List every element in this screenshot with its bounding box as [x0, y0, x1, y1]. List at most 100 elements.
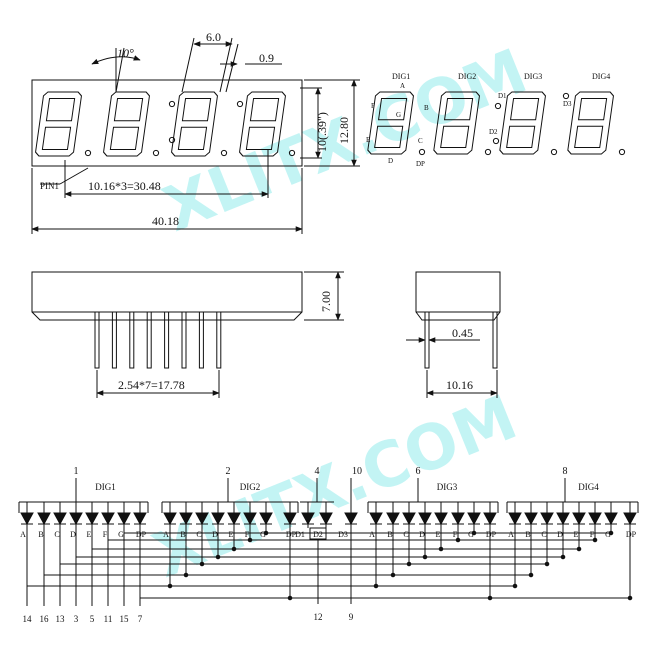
group-label-dig2: DIG2 [240, 482, 261, 492]
bottom-pin-3: 3 [74, 614, 79, 624]
dig4-b-diode-triangle [524, 512, 538, 526]
dig3-g-label: G [468, 530, 474, 539]
dig1-d-label: D [70, 530, 76, 539]
legend-dp-2 [484, 148, 492, 156]
segment-gap-label: 0.9 [259, 51, 274, 65]
legend-digit-1-upper-window [377, 97, 408, 121]
dig3-e-label: E [436, 530, 441, 539]
d3-label: D3 [338, 530, 348, 539]
angle-arc [91, 55, 141, 65]
legend-digit-1-lower-window [374, 125, 404, 149]
bottom-pin-14: 14 [23, 614, 33, 624]
legend-digit-2-upper-window [443, 97, 474, 121]
legend-dig1-label: DIG1 [392, 72, 410, 81]
side-pin-1 [94, 311, 100, 369]
end-view [406, 271, 501, 398]
dig1-e-label: E [87, 530, 92, 539]
front-dp-2 [152, 149, 160, 157]
dig2-dp-label: DP [286, 530, 297, 539]
dig3-a-label: A [369, 530, 375, 539]
row-spacing-label: 10.16 [446, 378, 473, 392]
front-colon-top [168, 100, 176, 108]
d3-bottom-pin: 9 [349, 612, 354, 622]
dig2-d-label: D [212, 530, 218, 539]
bottom-pin-16: 16 [40, 614, 50, 624]
svg-text:XLITX.COM: XLITX.COM [143, 380, 526, 592]
legend-colon-bottom [492, 137, 500, 145]
dig4-c-diode-triangle [540, 512, 554, 526]
front-dp-4 [288, 149, 296, 157]
colon-bottom-pin: 12 [314, 612, 323, 622]
bottom-pin-7: 7 [138, 614, 143, 624]
dig2-g-label: G [260, 530, 266, 539]
colon-d2-label: D2 [313, 530, 323, 539]
common-pin-dig4: 8 [563, 466, 568, 477]
dig1-f-label: F [103, 530, 108, 539]
front-digit-3-outer [171, 91, 218, 157]
legend-dp-1 [418, 148, 426, 156]
legend-digit-4 [567, 91, 614, 155]
legend-seg-f: F [371, 102, 375, 110]
colon-d1-label: D1 [295, 530, 305, 539]
bottom-pin-13: 13 [56, 614, 66, 624]
segment-gap-ext [225, 43, 239, 93]
side-pin-7 [198, 311, 204, 369]
front-digit-3 [171, 91, 218, 157]
dig4-e-diode-triangle [572, 512, 586, 526]
segment-legend [367, 91, 626, 156]
front-digit-4-outer [239, 91, 286, 157]
front-d3-dot [236, 100, 244, 108]
side-pin-2 [111, 311, 117, 369]
front-colon-bottom [168, 136, 176, 144]
angle-label: 10° [117, 46, 134, 60]
dig3-d-diode-triangle [418, 512, 432, 526]
front-digit-1-lower-window [41, 126, 72, 151]
dig3-e-diode-triangle [434, 512, 448, 526]
dig4-d-label: D [557, 530, 563, 539]
legend-digit-2-outer [433, 91, 480, 155]
common-pin-dig3: 6 [416, 466, 421, 477]
dig3-f-label: F [453, 530, 458, 539]
dig1-b-diode-triangle [37, 512, 51, 526]
display-body-outline [31, 79, 303, 167]
dig1-g-label: G [118, 530, 124, 539]
legend-digit-3-upper-window [509, 97, 540, 121]
dig3-d-label: D [419, 530, 425, 539]
dig4-g-diode-triangle [604, 512, 618, 526]
legend-digit-3 [499, 91, 546, 155]
dig3-g-diode-triangle [467, 512, 481, 526]
legend-digit-2-lower-window [440, 125, 470, 149]
legend-seg-dp: DP [416, 160, 425, 168]
end-view-labels: 0.45 10.16 [446, 326, 473, 392]
dig2-b-label: B [180, 530, 185, 539]
legend-dp-3 [550, 148, 558, 156]
dig1-c-diode-triangle [53, 512, 67, 526]
bottom-pin-5: 5 [90, 614, 95, 624]
legend-seg-e: E [366, 136, 370, 144]
common-pin-dig2: 2 [226, 466, 231, 477]
legend-digit-4-lower-window [574, 125, 604, 149]
dig1-b-label: B [38, 530, 43, 539]
dig3-a-diode-triangle [369, 512, 383, 526]
legend-dp-4 [618, 148, 626, 156]
side-pin-3 [129, 311, 135, 369]
group-label-dig3: DIG3 [437, 482, 458, 492]
dig1-g-diode-triangle [117, 512, 131, 526]
group-label-dig1: DIG1 [95, 482, 116, 492]
pin1-leader [59, 167, 89, 185]
pitch-label: 10.16*3=30.48 [88, 179, 161, 193]
legend-digit-2 [433, 91, 480, 155]
dig1-c-label: C [54, 530, 59, 539]
legend-digit-1 [367, 91, 414, 155]
front-dp-1 [84, 149, 92, 157]
dig1-dp-label: DP [136, 530, 147, 539]
legend-seg-d: D [388, 157, 393, 165]
front-digit-3-upper-window [181, 97, 212, 122]
legend-digit-4-outer [567, 91, 614, 155]
front-digit-1 [35, 91, 82, 157]
side-view-labels: 7.00 2.54*7=17.78 [118, 291, 333, 392]
dig2-e-label: E [229, 530, 234, 539]
dig1-e-diode-triangle [85, 512, 99, 526]
